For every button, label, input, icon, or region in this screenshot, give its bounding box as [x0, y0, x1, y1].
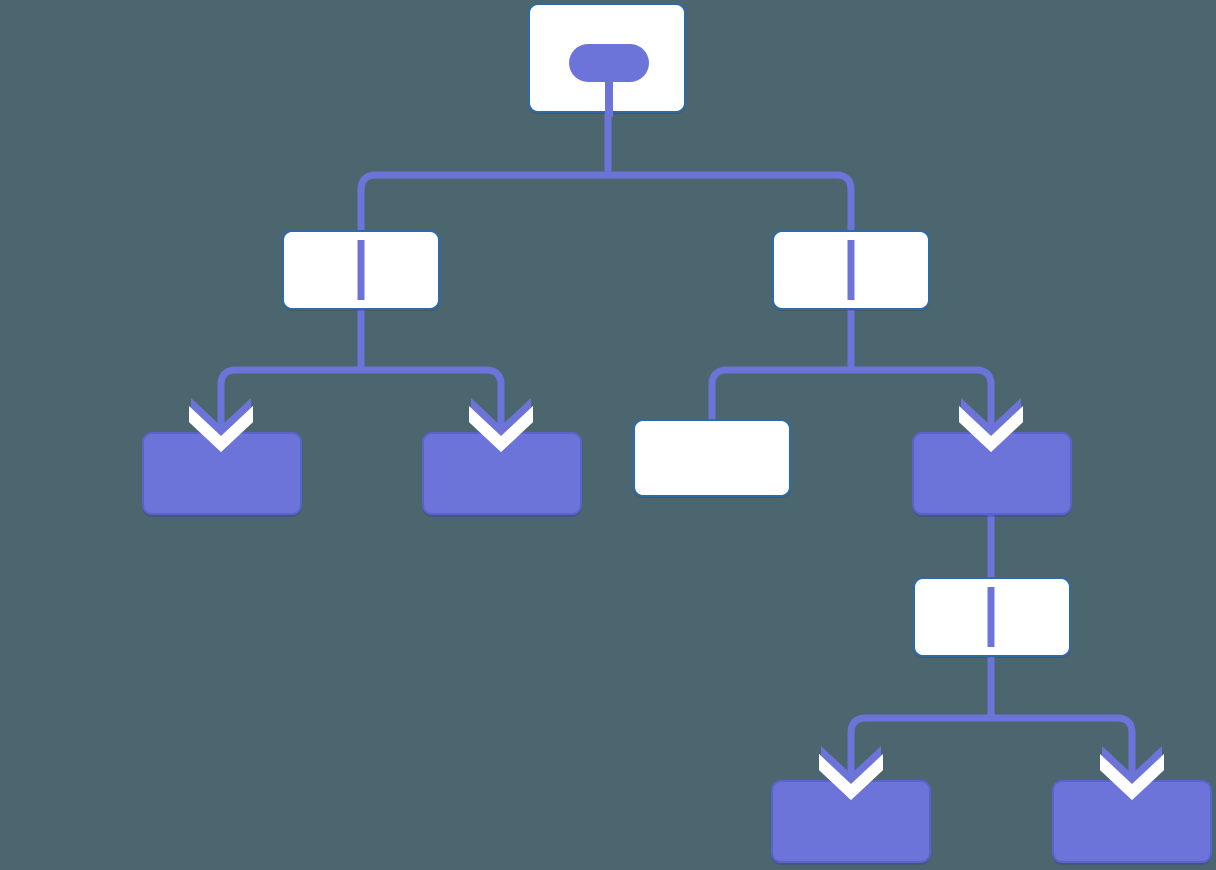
node-level3-c[interactable] — [633, 419, 791, 497]
node-level4[interactable] — [913, 577, 1071, 657]
node-level5-right[interactable] — [1052, 780, 1212, 863]
root-pill-stem — [605, 77, 613, 117]
node-level2-left[interactable] — [282, 230, 440, 310]
node-root[interactable] — [528, 3, 686, 117]
node-level3-b[interactable] — [422, 432, 582, 515]
node-level3-a[interactable] — [142, 432, 302, 515]
node-level2-right[interactable] — [772, 230, 930, 310]
node-level3-d[interactable] — [912, 432, 1072, 515]
node-level5-left[interactable] — [771, 780, 931, 863]
